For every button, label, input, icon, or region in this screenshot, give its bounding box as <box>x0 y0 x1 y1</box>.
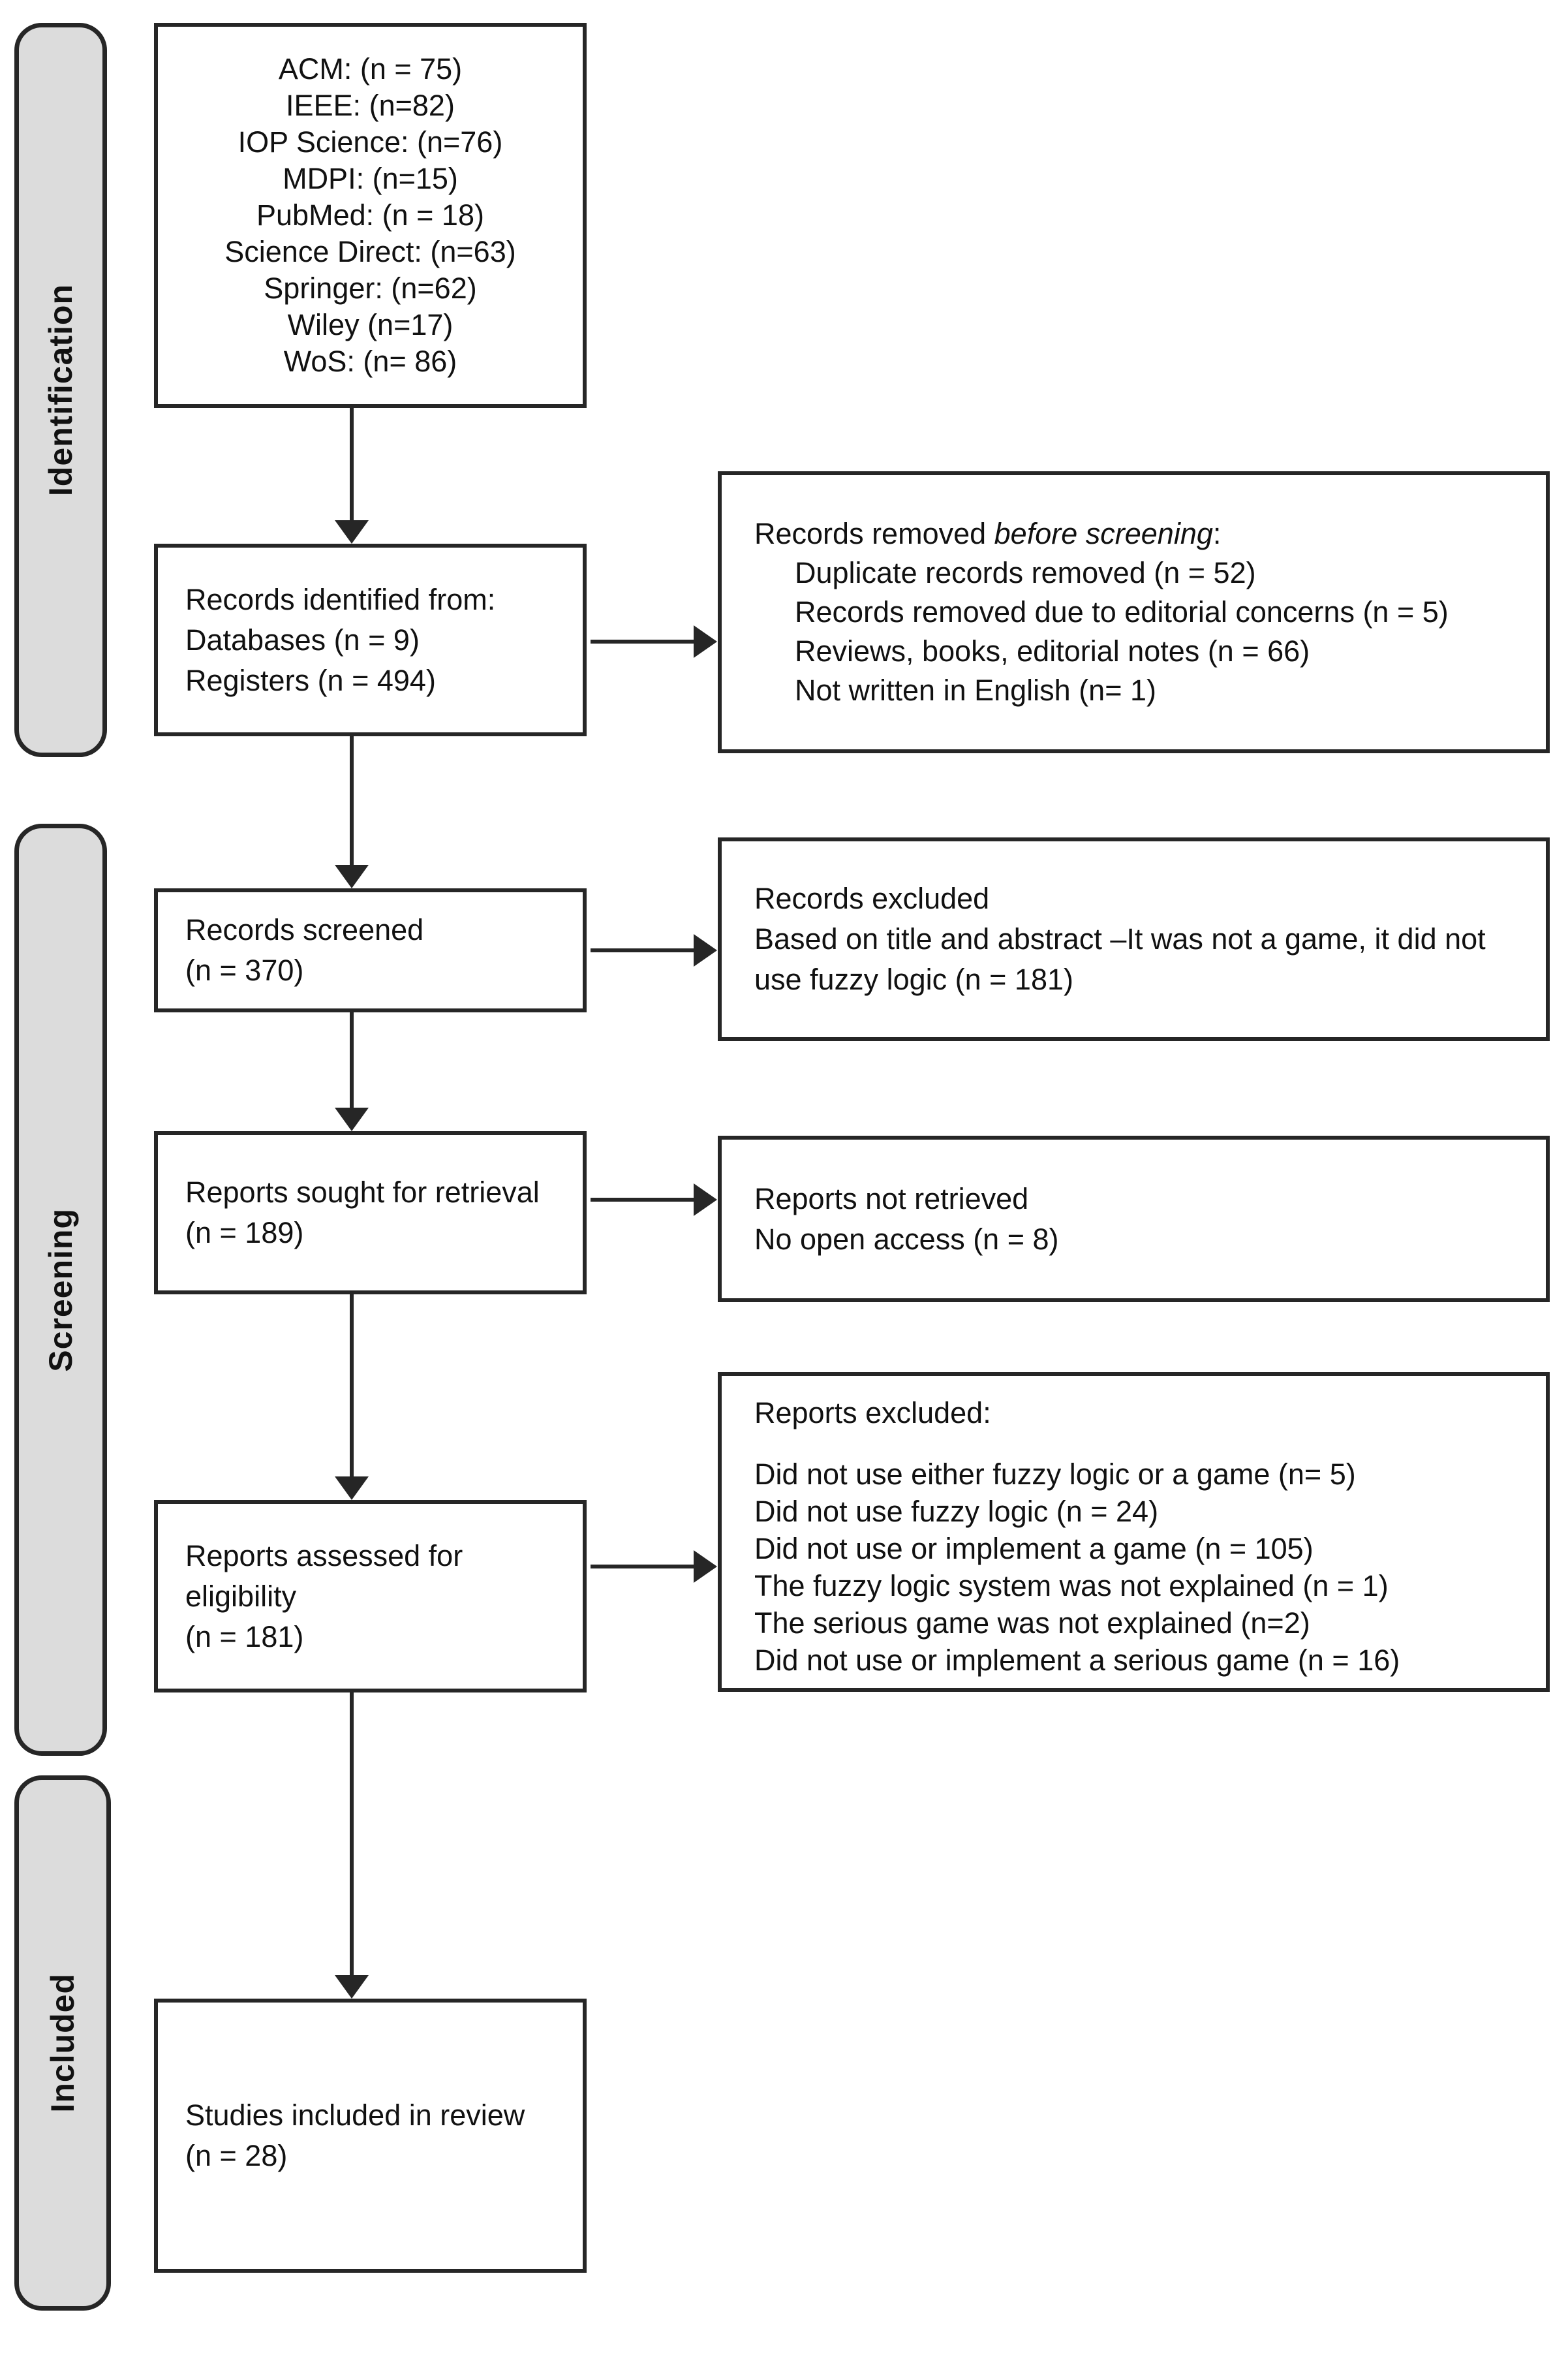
arrowhead-right-icon <box>694 625 717 658</box>
arrowhead-down-icon <box>335 1476 369 1500</box>
box-line: No open access (n = 8) <box>754 1222 1059 1256</box>
box-line: Registers (n = 494) <box>185 663 436 697</box>
database-count: WoS: (n= 86) <box>283 345 457 378</box>
box-line: Records screened <box>185 913 424 946</box>
records-excluded-box: Records excluded Based on title and abst… <box>718 837 1550 1041</box>
database-count: Springer: (n=62) <box>264 272 477 305</box>
reports-excluded-box: Reports excluded: Did not use either fuz… <box>718 1372 1550 1692</box>
box-line: Did not use either fuzzy logic or a game… <box>754 1458 1356 1491</box>
studies-included-box: Studies included in review (n = 28) <box>154 1999 587 2273</box>
box-line: (n = 28) <box>185 2139 288 2172</box>
arrow-sought-to-not-retrieved <box>591 1198 695 1202</box>
database-count: Wiley (n=17) <box>287 308 453 341</box>
arrowhead-right-icon <box>694 934 717 967</box>
box-line: Reports sought for retrieval <box>185 1176 540 1209</box>
arrow-identified-to-removed <box>591 640 695 644</box>
spacer <box>754 1431 1520 1456</box>
box-line: Duplicate records removed (n = 52) <box>795 556 1256 589</box>
reports-assessed-box: Reports assessed for eligibility (n = 18… <box>154 1500 587 1692</box>
arrow-screened-to-excluded <box>591 948 695 952</box>
database-count: IEEE: (n=82) <box>286 89 455 122</box>
arrow-assessed-to-included <box>350 1691 354 1976</box>
box-line: Records removed due to editorial concern… <box>795 595 1449 629</box>
box-line: Did not use or implement a serious game … <box>754 1644 1400 1677</box>
box-line: Did not use or implement a game (n = 105… <box>754 1532 1314 1565</box>
box-line: Did not use fuzzy logic (n = 24) <box>754 1495 1159 1528</box>
box-line: (n = 189) <box>185 1216 304 1249</box>
arrowhead-down-icon <box>335 1108 369 1131</box>
box-heading: Records removed before screening: <box>754 517 1222 550</box>
stage-included-label: Included <box>44 1973 81 2113</box>
arrow-databases-to-identified <box>350 407 354 522</box>
box-line: eligibility <box>185 1579 297 1613</box>
database-count: ACM: (n = 75) <box>278 52 463 86</box>
box-line: Records identified from: <box>185 582 496 616</box>
stage-identification-label: Identification <box>42 283 79 497</box>
stage-screening: Screening <box>14 824 107 1756</box>
box-line: Studies included in review <box>185 2098 525 2132</box>
stage-included: Included <box>14 1775 111 2311</box>
arrowhead-right-icon <box>694 1183 717 1216</box>
arrow-screened-to-sought <box>350 1011 354 1108</box>
reports-sought-box: Reports sought for retrieval (n = 189) <box>154 1131 587 1294</box>
box-heading: Reports excluded: <box>754 1396 991 1429</box>
reports-not-retrieved-box: Reports not retrieved No open access (n … <box>718 1136 1550 1302</box>
box-line: Records excluded <box>754 882 990 915</box>
records-removed-box: Records removed before screening: Duplic… <box>718 471 1550 753</box>
databases-box: ACM: (n = 75) IEEE: (n=82) IOP Science: … <box>154 23 587 408</box>
box-line: (n = 181) <box>185 1619 304 1653</box>
box-line: Reviews, books, editorial notes (n = 66) <box>795 634 1310 668</box>
database-count: IOP Science: (n=76) <box>238 125 503 159</box>
arrow-identified-to-screened <box>350 735 354 866</box>
box-line: Based on title and abstract –It was not … <box>754 922 1486 996</box>
stage-identification: Identification <box>14 23 107 757</box>
box-line: Not written in English (n= 1) <box>795 674 1156 707</box>
arrowhead-down-icon <box>335 520 369 544</box>
records-identified-box: Records identified from: Databases (n = … <box>154 544 587 736</box>
database-count: Science Direct: (n=63) <box>224 235 516 268</box>
box-line: Databases (n = 9) <box>185 623 420 657</box>
arrowhead-down-icon <box>335 865 369 888</box>
stage-screening-label: Screening <box>42 1208 79 1372</box>
box-line: The fuzzy logic system was not explained… <box>754 1569 1389 1602</box>
arrowhead-down-icon <box>335 1975 369 1999</box>
arrow-sought-to-assessed <box>350 1293 354 1477</box>
database-count: MDPI: (n=15) <box>283 162 458 195</box>
box-line: Reports assessed for <box>185 1538 463 1572</box>
records-screened-box: Records screened (n = 370) <box>154 888 587 1012</box>
box-line: Reports not retrieved <box>754 1181 1029 1215</box>
box-line: The serious game was not explained (n=2) <box>754 1606 1310 1640</box>
box-line: (n = 370) <box>185 954 304 987</box>
arrowhead-right-icon <box>694 1550 717 1583</box>
database-count: PubMed: (n = 18) <box>256 198 484 232</box>
arrow-assessed-to-excluded <box>591 1565 695 1568</box>
